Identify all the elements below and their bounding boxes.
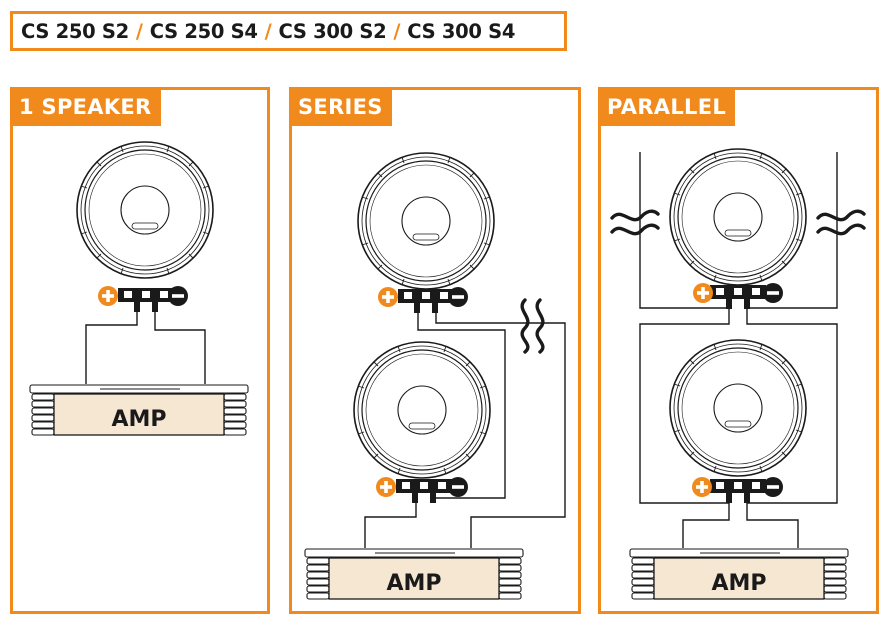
minus-circle-icon bbox=[168, 286, 188, 306]
parallel-wiring: AMP bbox=[610, 148, 866, 600]
speaker-terminal-icon bbox=[398, 289, 454, 313]
minus-circle-icon bbox=[448, 287, 468, 307]
single-speaker-wiring: AMP bbox=[29, 141, 249, 436]
speaker-icon bbox=[669, 148, 807, 286]
negative-wire bbox=[435, 313, 566, 548]
model-separator: / bbox=[264, 19, 272, 43]
panel-title: PARALLEL bbox=[598, 87, 736, 126]
plus-circle-icon bbox=[98, 286, 118, 306]
speaker-icon bbox=[357, 152, 495, 290]
series-link-wire bbox=[417, 313, 506, 503]
plus-circle-icon bbox=[692, 477, 712, 497]
plus-circle-icon bbox=[693, 283, 713, 303]
amp-label: AMP bbox=[111, 407, 166, 432]
model-separator: / bbox=[135, 19, 143, 43]
plus-circle-icon bbox=[378, 287, 398, 307]
wavy-break-icon bbox=[610, 209, 660, 236]
series-wiring: AMP bbox=[304, 152, 566, 600]
minus-circle-icon bbox=[448, 477, 468, 497]
model-name: CS 250 S4 bbox=[149, 19, 258, 43]
amp-negative-wire bbox=[746, 503, 799, 548]
wavy-break-icon bbox=[520, 298, 545, 354]
negative-parallel-wire bbox=[746, 309, 838, 504]
amp-positive-wire bbox=[682, 503, 730, 548]
panel-title: SERIES bbox=[289, 87, 392, 126]
model-name: CS 300 S4 bbox=[407, 19, 516, 43]
negative-wire bbox=[154, 312, 206, 384]
speaker-terminal-icon bbox=[396, 479, 452, 503]
speaker-icon bbox=[353, 341, 491, 479]
positive-parallel-wire bbox=[639, 309, 730, 504]
speaker-terminal-icon bbox=[710, 285, 766, 309]
model-separator: / bbox=[393, 19, 401, 43]
model-name: CS 250 S2 bbox=[21, 19, 129, 43]
negative-wire bbox=[746, 152, 838, 309]
speaker-icon bbox=[669, 339, 807, 477]
minus-circle-icon bbox=[763, 283, 783, 303]
amp-label: AMP bbox=[711, 571, 766, 596]
speaker-icon bbox=[76, 141, 214, 279]
speaker-terminal-icon bbox=[118, 288, 174, 312]
plus-circle-icon bbox=[376, 477, 396, 497]
wavy-break-icon bbox=[816, 209, 866, 236]
minus-circle-icon bbox=[763, 477, 783, 497]
panel-title: 1 SPEAKER bbox=[10, 87, 161, 126]
positive-wire bbox=[364, 503, 417, 548]
positive-wire bbox=[85, 312, 138, 384]
model-name: CS 300 S2 bbox=[278, 19, 387, 43]
amp-label: AMP bbox=[386, 571, 441, 596]
model-title-bar: CS 250 S2 / CS 250 S4 / CS 300 S2 / CS 3… bbox=[10, 11, 567, 51]
speaker-terminal-icon bbox=[710, 479, 766, 503]
